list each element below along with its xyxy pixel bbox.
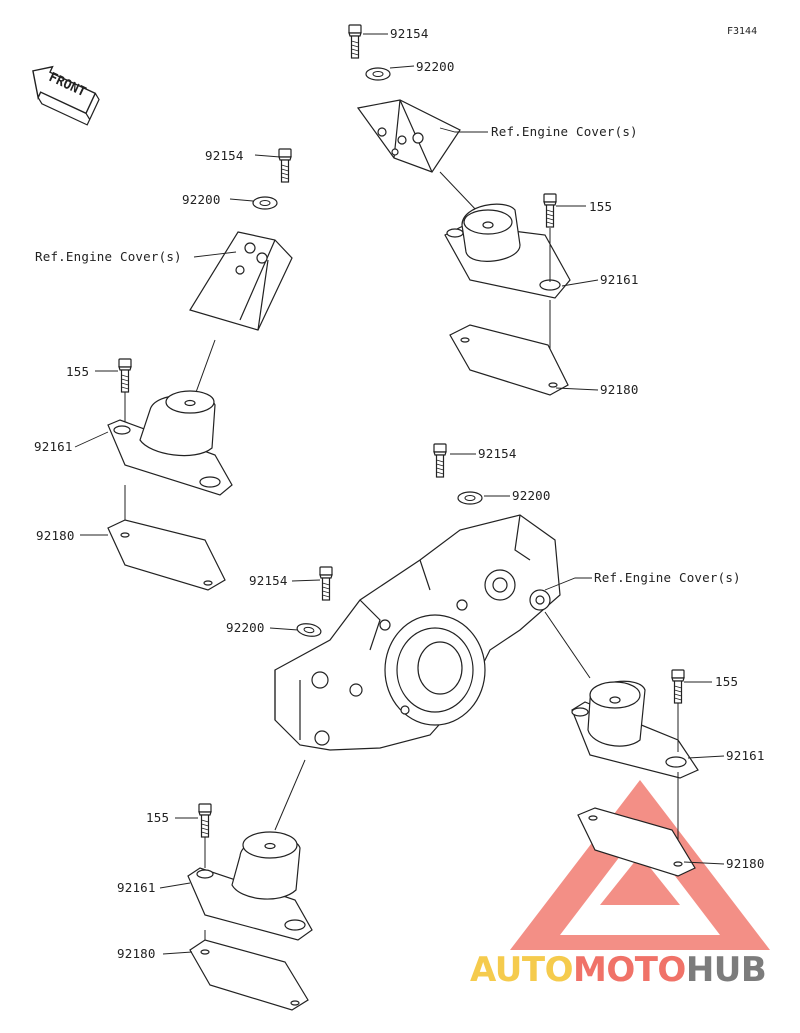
label-ref-engine-cover-left: Ref.Engine Cover(s): [35, 249, 182, 264]
label-washer-92200-top[interactable]: 92200: [416, 59, 455, 74]
label-ref-engine-cover-top: Ref.Engine Cover(s): [491, 124, 638, 139]
gasket-left: [107, 519, 226, 591]
label-gasket-92180-left[interactable]: 92180: [36, 528, 75, 543]
label-bolt-155-bottom[interactable]: 155: [146, 810, 170, 825]
label-bolt-155-left[interactable]: 155: [66, 364, 90, 379]
watermark-part-3: HUB: [685, 950, 767, 990]
label-gasket-92180-bottom[interactable]: 92180: [117, 946, 156, 961]
label-washer-92200-left[interactable]: 92200: [182, 192, 221, 207]
figure-code: F3144: [727, 26, 758, 37]
label-washer-92200-mid[interactable]: 92200: [226, 620, 265, 635]
mount-right: [571, 680, 699, 779]
gasket-right: [577, 807, 696, 877]
mount-left: [107, 390, 233, 496]
gasket-top-right: [449, 324, 569, 396]
mount-top-right: [444, 203, 571, 299]
engine-cover: [274, 514, 561, 751]
label-bolt-155-top[interactable]: 155: [589, 199, 613, 214]
label-ref-engine-cover-center: Ref.Engine Cover(s): [594, 570, 741, 585]
watermark-text: AUTOMOTOHUB: [470, 950, 767, 990]
label-bolt-92154-left[interactable]: 92154: [205, 148, 244, 163]
label-bolt-92154-center[interactable]: 92154: [478, 446, 517, 461]
watermark-part-1: AUTO: [470, 950, 573, 990]
label-washer-92200-center[interactable]: 92200: [512, 488, 551, 503]
mount-bottom: [187, 831, 313, 941]
label-gasket-92180-right[interactable]: 92180: [726, 856, 765, 871]
gasket-bottom: [189, 939, 309, 1011]
label-bolt-92154-top[interactable]: 92154: [390, 26, 429, 41]
label-mount-92161-top[interactable]: 92161: [600, 272, 639, 287]
label-mount-92161-left[interactable]: 92161: [34, 439, 73, 454]
bracket-top: [356, 99, 461, 173]
bracket-left: [189, 231, 293, 331]
label-bolt-155-right[interactable]: 155: [715, 674, 739, 689]
label-bolt-92154-mid[interactable]: 92154: [249, 573, 288, 588]
front-arrow: [32, 65, 100, 126]
label-gasket-92180-top[interactable]: 92180: [600, 382, 639, 397]
watermark-part-2: MOTO: [572, 950, 686, 990]
label-mount-92161-right[interactable]: 92161: [726, 748, 765, 763]
label-mount-92161-bottom[interactable]: 92161: [117, 880, 156, 895]
watermark-logo: [510, 780, 770, 950]
